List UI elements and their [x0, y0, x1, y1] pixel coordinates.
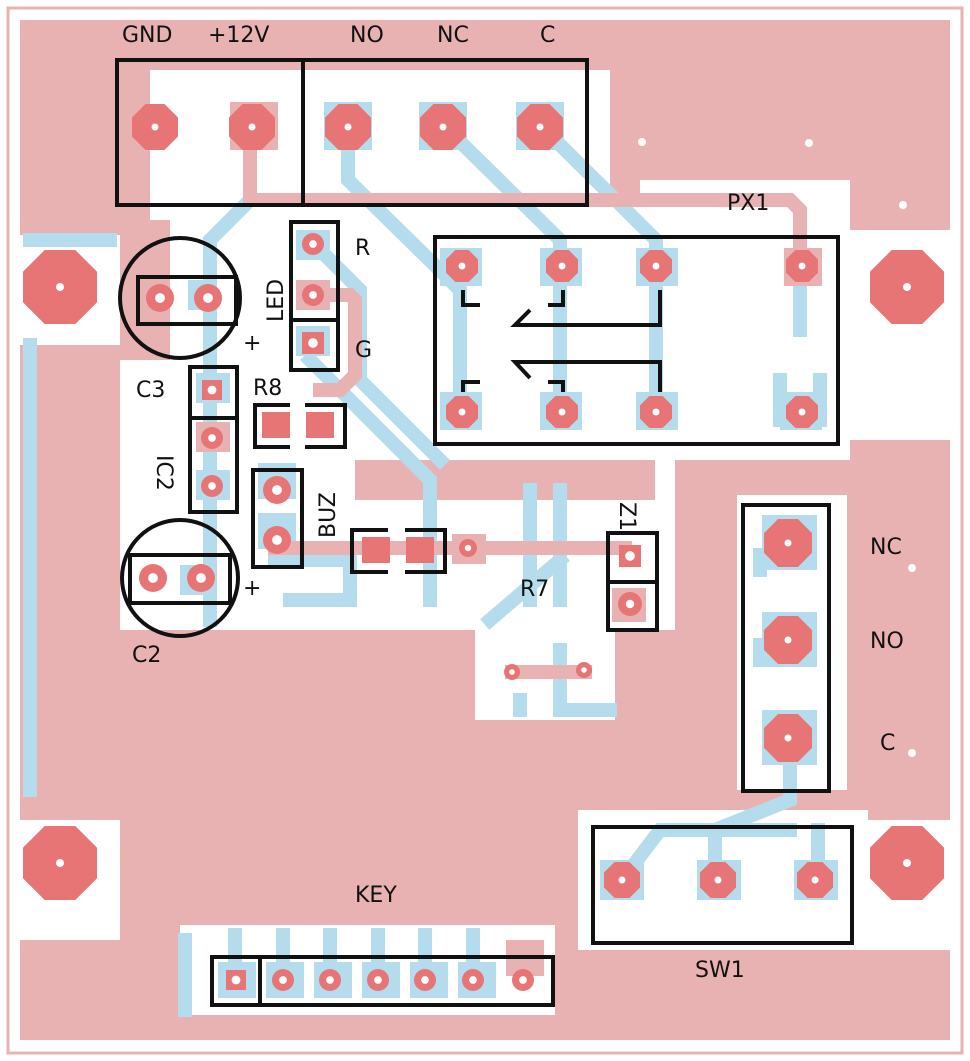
drill-hole — [903, 283, 911, 291]
through-hole-pads — [23, 104, 944, 991]
key-header-outline — [210, 955, 555, 1007]
drill-hole — [309, 291, 317, 299]
drill-hole — [625, 599, 635, 609]
drill-hole — [519, 976, 527, 984]
drill-hole — [652, 408, 660, 416]
drill-hole — [151, 123, 159, 131]
drill-hole — [581, 667, 587, 673]
silkscreen — [115, 58, 854, 1007]
label-c-right: C — [880, 731, 895, 756]
drill-hole — [458, 408, 466, 416]
drill-hole — [272, 535, 282, 545]
drill-hole — [458, 262, 466, 270]
terminal-block-outline — [115, 58, 589, 207]
drill-hole — [811, 876, 819, 884]
drill-hole — [56, 283, 64, 291]
drill-hole — [208, 482, 216, 490]
drill-hole — [558, 408, 566, 416]
drill-hole — [326, 976, 334, 984]
drill-hole — [155, 293, 165, 303]
drill-hole — [464, 544, 472, 552]
label-plus-c3: + — [243, 331, 261, 356]
label-sw1: SW1 — [695, 958, 745, 983]
drill-hole — [618, 876, 626, 884]
drill-hole — [784, 636, 792, 644]
drill-hole — [798, 262, 806, 270]
label-g: G — [355, 338, 372, 363]
drill-hole — [207, 385, 217, 395]
drill-hole — [469, 976, 477, 984]
c2-circle-outline — [120, 518, 240, 638]
label-ic2: IC2 — [151, 455, 176, 491]
silkscreen-labels: GND +12V NO NC C PX1 R LED G + C3 R8 IC2… — [122, 23, 904, 983]
drill-hole — [421, 976, 429, 984]
board-outline — [6, 6, 964, 1055]
drill-hole — [196, 573, 206, 583]
drill-hole — [903, 859, 911, 867]
label-12v: +12V — [208, 23, 269, 48]
led-outline — [289, 220, 340, 372]
drill-hole — [279, 976, 287, 984]
drill-hole — [231, 975, 241, 985]
drill-hole — [208, 434, 216, 442]
drill-hole — [784, 734, 792, 742]
smd-pads — [262, 412, 434, 563]
drill-hole — [558, 262, 566, 270]
drill-hole — [784, 539, 792, 547]
label-led: LED — [264, 279, 289, 322]
label-no-top: NO — [350, 23, 384, 48]
drill-hole — [625, 551, 635, 561]
drill-hole — [439, 123, 447, 131]
label-key: KEY — [355, 883, 397, 908]
label-r7: R7 — [520, 577, 549, 602]
drill-hole — [248, 123, 256, 131]
label-nc-right: NC — [870, 535, 902, 560]
label-r8: R8 — [253, 376, 282, 401]
ic2-outline — [188, 365, 239, 514]
drill-hole — [798, 408, 806, 416]
relay-px1-outline — [433, 235, 840, 446]
label-plus-c2: + — [243, 576, 261, 601]
top-traces — [243, 118, 807, 679]
label-c2: C2 — [132, 643, 161, 668]
drill-hole — [56, 859, 64, 867]
label-px1: PX1 — [727, 191, 769, 216]
drill-hole — [374, 976, 382, 984]
drill-hole — [652, 262, 660, 270]
label-gnd: GND — [122, 23, 172, 48]
drill-hole — [509, 669, 515, 675]
label-no-right: NO — [870, 629, 904, 654]
label-c-top: C — [540, 23, 555, 48]
label-buz: BUZ — [316, 492, 341, 538]
label-z1: Z1 — [614, 502, 639, 531]
label-nc-top: NC — [437, 23, 469, 48]
label-c3: C3 — [136, 378, 165, 403]
right-terminal-outline — [741, 503, 831, 793]
drill-hole — [148, 573, 158, 583]
vias — [638, 138, 916, 757]
sw1-outline — [591, 825, 854, 945]
buzzer-outline — [251, 468, 304, 569]
drill-hole — [309, 240, 317, 248]
drill-hole — [536, 123, 544, 131]
drill-hole — [344, 123, 352, 131]
c3-circle-outline — [118, 236, 242, 360]
drill-hole — [272, 485, 282, 495]
label-r: R — [355, 236, 370, 261]
drill-hole — [714, 876, 722, 884]
drill-hole — [308, 338, 318, 348]
drill-hole — [203, 293, 213, 303]
